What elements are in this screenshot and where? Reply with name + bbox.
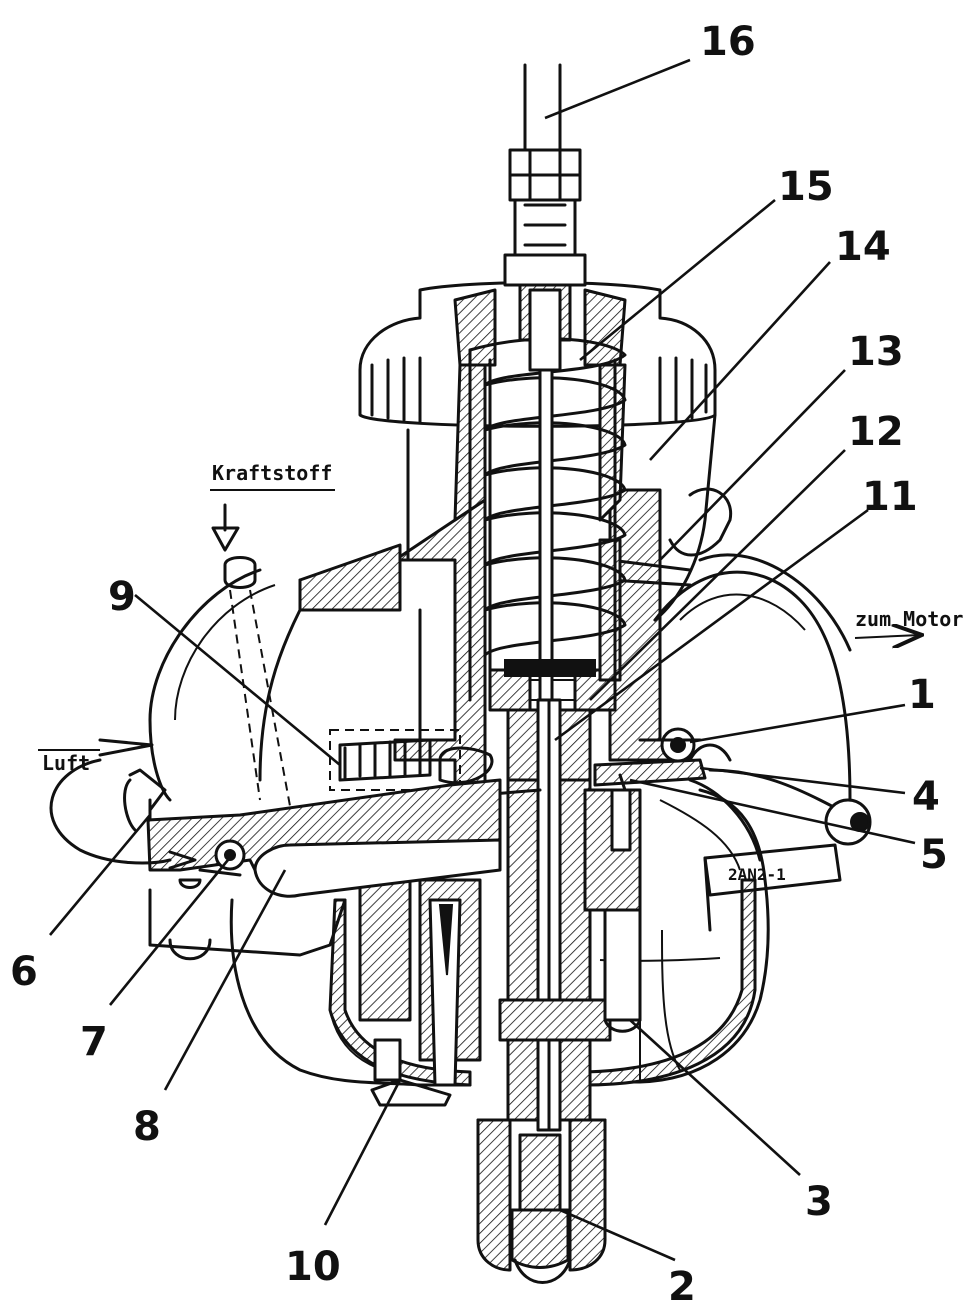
- callout-16: 16: [700, 19, 756, 65]
- callout-7: 7: [80, 1019, 108, 1065]
- top-cap: [358, 281, 717, 622]
- callout-3: 3: [805, 1179, 833, 1225]
- main-jet-carrier: [476, 1118, 607, 1284]
- pilot-jet-assembly: [358, 878, 482, 1107]
- fuel-chamber-left: [148, 556, 494, 861]
- callout-14: 14: [835, 224, 891, 270]
- callout-leaders: [49, 58, 916, 1262]
- callout-10: 10: [285, 1244, 341, 1290]
- callout-4: 4: [912, 774, 940, 820]
- flow-labels: Kraftstoff Luft zum Motor 2AN2-1: [38, 461, 963, 884]
- callout-11: 11: [862, 474, 918, 520]
- fuel-label: Kraftstoff: [212, 461, 332, 485]
- callout-numbers: 16 15 14 13 12 11 1 4 5 3 2 10 9 6 7 8: [10, 19, 948, 1310]
- callout-5: 5: [920, 832, 948, 878]
- float-needle-valve: [583, 788, 642, 1033]
- intake-and-lever: [123, 768, 542, 961]
- callout-13: 13: [848, 329, 904, 375]
- callout-1: 1: [908, 672, 936, 718]
- float-bowl: [229, 878, 770, 1087]
- callout-8: 8: [133, 1104, 161, 1150]
- callout-9: 9: [108, 574, 136, 620]
- callout-6: 6: [10, 949, 38, 995]
- plate-label: 2AN2-1: [728, 865, 786, 884]
- to-engine-label: zum Motor: [855, 607, 963, 631]
- callout-12: 12: [848, 409, 904, 455]
- air-label: Luft: [42, 751, 90, 775]
- callout-2: 2: [668, 1264, 696, 1310]
- return-spring: [468, 288, 627, 702]
- callout-15: 15: [778, 164, 834, 210]
